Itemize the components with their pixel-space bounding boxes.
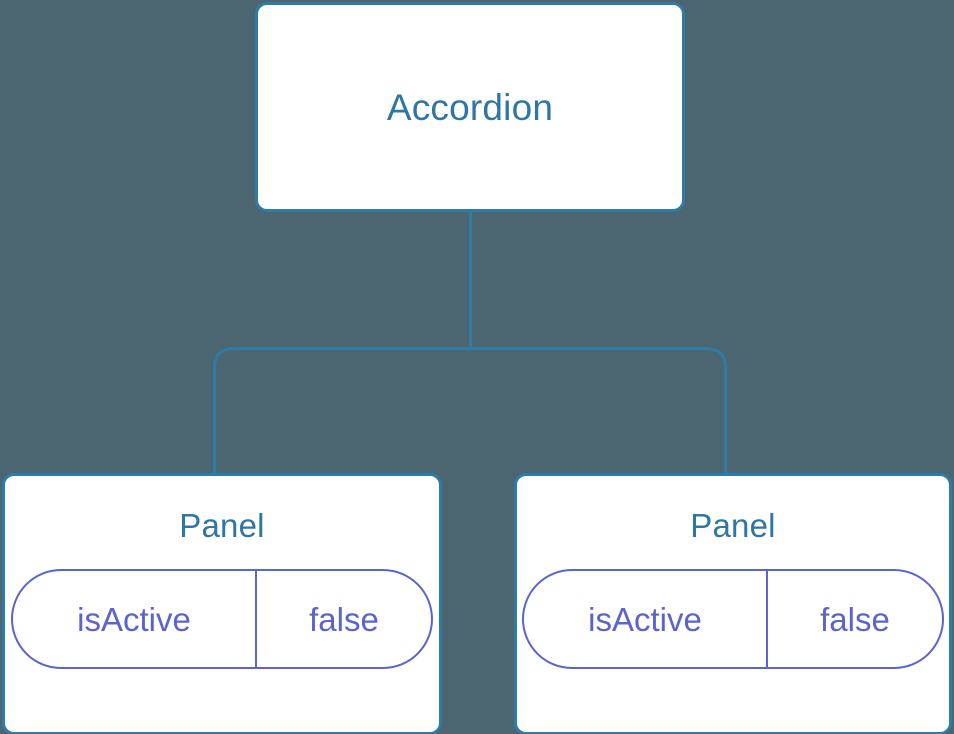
prop-key: isActive [588, 600, 702, 638]
node-title: Accordion [386, 86, 554, 128]
prop-key: isActive [77, 600, 191, 638]
node-accordion[interactable]: Accordion [255, 2, 685, 212]
node-title: Panel [690, 507, 776, 544]
node-title: Panel [179, 507, 265, 544]
node-panel-2[interactable]: Panel isActive false [514, 473, 952, 734]
edge-child-bracket [213, 347, 727, 474]
prop-value: false [255, 571, 431, 667]
prop-value: false [766, 571, 942, 667]
prop-pill: isActive false [522, 569, 944, 669]
node-panel-1[interactable]: Panel isActive false [2, 473, 442, 734]
prop-pill: isActive false [11, 569, 433, 669]
